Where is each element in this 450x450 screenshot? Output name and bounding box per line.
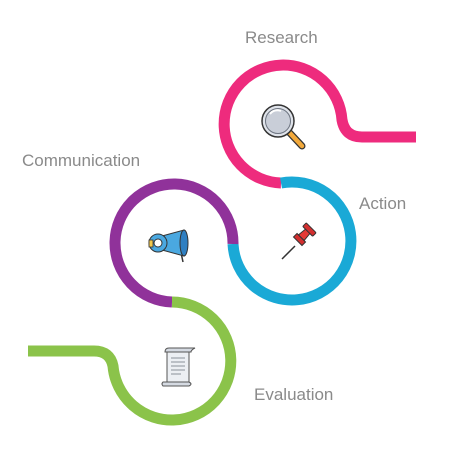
communication-path-segment bbox=[109, 178, 239, 308]
scroll-document-icon bbox=[161, 347, 196, 387]
communication-label: Communication bbox=[22, 151, 141, 170]
magnifying-glass-icon bbox=[261, 104, 306, 150]
megaphone-icon bbox=[148, 229, 189, 263]
research-path-segment bbox=[218, 59, 416, 189]
research-label: Research bbox=[245, 28, 318, 47]
evaluation-label: Evaluation bbox=[254, 385, 334, 404]
action-label: Action bbox=[359, 194, 407, 213]
pushpin-icon bbox=[281, 222, 317, 260]
action-path-segment bbox=[227, 176, 357, 306]
evaluation-path-segment bbox=[28, 296, 237, 426]
